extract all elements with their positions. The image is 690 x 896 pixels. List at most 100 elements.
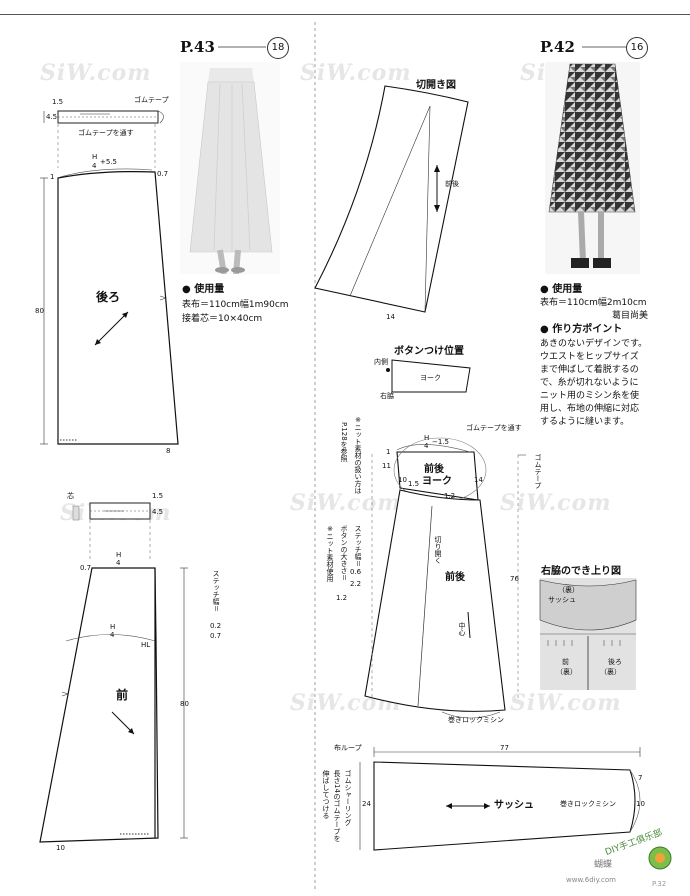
yoke-front-back: 前後: [424, 464, 444, 475]
sash-height: 24: [362, 800, 371, 808]
materials-title-left: ● 使用量: [182, 284, 225, 295]
skirt-illustration-right: [545, 62, 640, 274]
back-hem: 8: [166, 447, 171, 455]
skirt-front-back: 前後: [445, 572, 465, 583]
side-finish-title: 右脇のでき上り図: [541, 566, 621, 577]
back-elastic-label: ゴムテープ: [134, 96, 169, 104]
front-stitch-07: 0.7: [210, 632, 222, 640]
front-band-45: 4.5: [152, 508, 164, 516]
points-line: ニット用のミシン糸を使: [540, 391, 640, 401]
side-front-ura: （裏）: [556, 668, 577, 676]
yoke-label: ヨーク: [422, 476, 452, 487]
front-core: 芯: [67, 492, 74, 500]
sash-roll: 巻きロックミシン: [560, 800, 616, 808]
back-top-offset: 0.7: [157, 170, 169, 178]
back-width-4: 4: [92, 162, 97, 170]
skirt-slash-open: 切り開く: [434, 536, 442, 564]
materials-line-left-1: 表布＝110cm幅1m90cm: [182, 300, 289, 310]
model-photo-right: [545, 62, 640, 274]
footer-cn: 蝴蝶: [594, 860, 613, 870]
back-label: 後ろ: [96, 290, 121, 304]
skirt-length: 76: [510, 575, 519, 583]
page-ref-right: P.42: [540, 38, 575, 56]
back-length: 80: [35, 307, 44, 315]
pattern-number-right: 16: [626, 37, 648, 59]
front-hip-4: 4: [110, 631, 115, 639]
points-line: まで伸ばして着脱するの: [540, 365, 639, 375]
sash-shirring-3: 伸ばしてつける: [322, 770, 330, 819]
front-top-offset: 0.7: [80, 564, 92, 572]
front-stitch: ステッチ幅＝: [212, 570, 220, 612]
sash-label: サッシュ: [494, 800, 534, 811]
footer-page: P.32: [652, 880, 667, 888]
button-right-side: 右脇: [380, 392, 394, 400]
note-knit: ※ニット素材の扱い方は: [354, 416, 362, 494]
front-hem: 10: [56, 844, 65, 852]
points-line: 用し、布地の伸縮に対応: [540, 404, 640, 414]
side-front: 前: [562, 658, 569, 666]
front-band-15: 1.5: [152, 492, 164, 500]
yoke-15: 1.5: [408, 480, 420, 488]
slash-14: 14: [386, 313, 395, 321]
slash-front-back: 前後: [445, 180, 459, 188]
watermark: SiW.com: [300, 60, 412, 86]
button-yoke: ヨーク: [420, 374, 441, 382]
back-width-plus: +5.5: [100, 158, 117, 166]
yoke-elastic-label: ゴムテープ: [534, 454, 542, 489]
skirt-center: 中心: [458, 622, 466, 636]
skirt-illustration-left: [180, 62, 280, 274]
watermark: SiW.com: [500, 490, 612, 516]
yoke-1: 1: [386, 448, 391, 456]
note-knit-use: ※ニット素材使用: [326, 525, 334, 582]
points-title: ● 作り方ポイント: [540, 324, 623, 335]
slash-diagram-title: 切開き図: [416, 80, 456, 91]
front-hl: HL: [141, 641, 151, 649]
button-position-title: ボタンつけ位置: [394, 346, 464, 357]
sash-10: 10: [636, 800, 645, 808]
sash-shirring: ゴムシャーリング: [344, 770, 352, 826]
note-knit-ref: P.128を参照: [340, 422, 348, 462]
sash-loop: 布ループ: [334, 744, 362, 752]
points-line: ウエストをヒップサイズ: [540, 352, 639, 362]
front-hip-h: H: [110, 623, 116, 631]
front-4: 4: [116, 559, 121, 567]
back-elastic-through: ゴムテープを通す: [78, 129, 134, 137]
front-length: 80: [180, 700, 189, 708]
sash-shirring-2: 長さ14のゴムテープを: [333, 770, 341, 842]
watermark: SiW.com: [40, 60, 152, 86]
front-stitch-02: 0.2: [210, 622, 222, 630]
note-button: ボタンの大きさ＝: [340, 525, 348, 581]
yoke-minus15: −1.5: [432, 438, 449, 446]
page-ref-left: P.43: [180, 38, 215, 56]
sash-length: 77: [500, 744, 509, 752]
top-rule: [0, 14, 690, 15]
side-back: 後ろ: [608, 658, 622, 666]
note-button-value: 2.2: [350, 580, 362, 588]
points-line: するように縫います。: [540, 417, 630, 427]
yoke-14: 14: [474, 476, 483, 484]
footer-site: www.6diy.com: [566, 876, 616, 884]
yoke-12: 1.2: [444, 492, 456, 500]
front-label: 前: [116, 688, 129, 702]
watermark: SiW.com: [510, 690, 622, 716]
model-photo-left: [180, 62, 280, 274]
note-stitch: ステッチ幅＝: [354, 525, 362, 567]
side-back-ura: （裏）: [600, 668, 621, 676]
front-h: H: [116, 551, 122, 559]
note-12: 1.2: [336, 594, 348, 602]
yoke-h: H: [424, 434, 430, 442]
back-width-h: H: [92, 153, 98, 161]
designer-name: 葛目尚美: [612, 311, 649, 321]
yoke-elastic-through: ゴムテープを通す: [466, 424, 522, 432]
button-inner-side: 内側: [374, 358, 388, 366]
points-line: で、糸が切れないように: [540, 378, 639, 388]
sash-7: 7: [638, 774, 643, 782]
yoke-4: 4: [424, 442, 429, 450]
watermark: SiW.com: [290, 490, 402, 516]
